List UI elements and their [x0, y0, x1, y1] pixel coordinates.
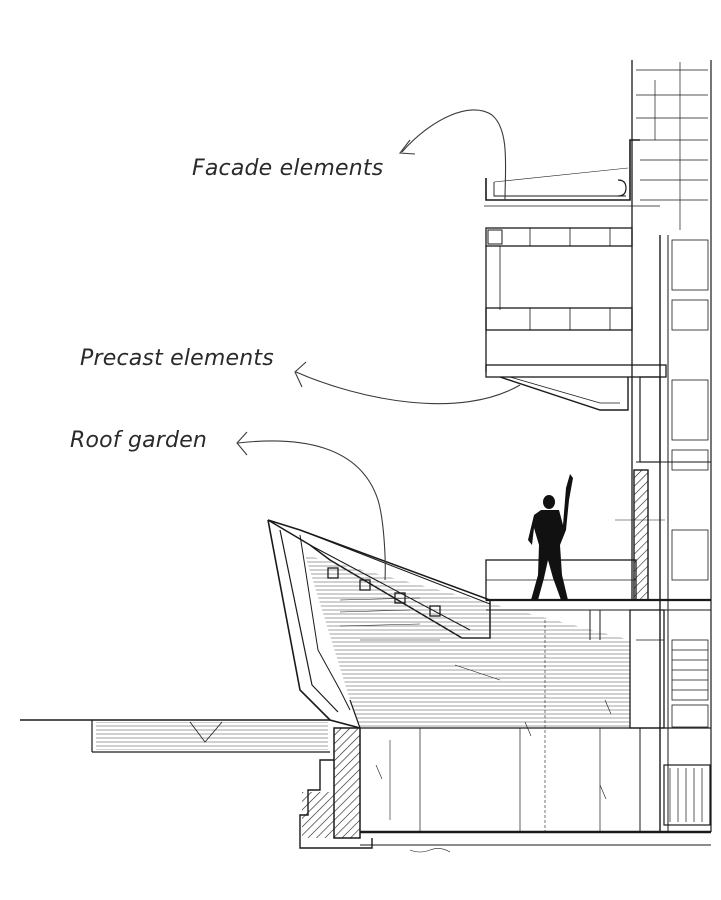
ground-line: [20, 719, 330, 753]
annotation-leaders: [236, 109, 521, 581]
building-core: [631, 60, 712, 832]
facade-units: [484, 139, 711, 463]
roof-garden-label: Roof garden: [70, 428, 208, 453]
precast-elements-label: Precast elements: [80, 346, 274, 371]
modulor-figure: [528, 474, 573, 600]
facade-elements-label: Facade elements: [192, 156, 384, 181]
dimension-marks: [375, 519, 665, 800]
roof-garden-structure: [267, 519, 630, 729]
